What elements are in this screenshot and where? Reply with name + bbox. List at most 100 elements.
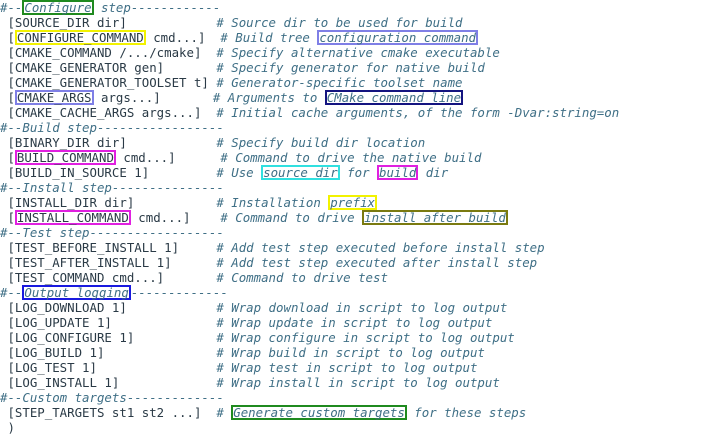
highlight-box-olive: install after build <box>362 210 508 225</box>
code-line: [BINARY_DIR dir] # Specify build dir loc… <box>0 135 425 150</box>
code-text: [LOG_INSTALL 1] <box>0 375 217 390</box>
highlight-box-navy: CMake command line <box>324 90 464 105</box>
code-text: [BUILD_IN_SOURCE 1] <box>0 165 217 180</box>
comment-text: for these steps <box>406 405 527 420</box>
comment-text: # Add test step executed after install s… <box>216 255 538 270</box>
code-line: [LOG_UPDATE 1] # Wrap update in script t… <box>0 315 492 330</box>
code-text: [BINARY_DIR dir] <box>0 135 217 150</box>
code-line: [INSTALL_DIR dir] # Installation prefix <box>0 195 378 210</box>
code-line: [LOG_CONFIGURE 1] # Wrap configure in sc… <box>0 330 515 345</box>
code-line: [CMAKE_CACHE_ARGS args...] # Initial cac… <box>0 105 619 120</box>
comment-text: # Build tree <box>220 30 318 45</box>
code-text: [INSTALL_DIR dir] <box>0 195 217 210</box>
code-line: [CMAKE_GENERATOR gen] # Specify generato… <box>0 60 485 75</box>
highlight-box-lavender: CMAKE_ARGS <box>14 90 94 105</box>
code-line: [CMAKE_ARGS args...] # Arguments to CMak… <box>0 90 464 105</box>
comment-text: # Wrap test in script to log output <box>216 360 478 375</box>
code-line: [CMAKE_GENERATOR_TOOLSET t] # Generator-… <box>0 75 463 90</box>
comment-text: # Specify alternative cmake executable <box>216 45 500 60</box>
code-line: #--Configure step------------ <box>0 0 220 15</box>
highlight-box-magenta: BUILD_COMMAND <box>14 150 116 165</box>
code-text: cmd...] <box>115 150 221 165</box>
comment-text: # Specify generator for native build <box>216 60 485 75</box>
code-text: cmd...] <box>145 30 221 45</box>
code-text: [TEST_AFTER_INSTALL 1] <box>0 255 217 270</box>
code-text: [LOG_BUILD 1] <box>0 345 217 360</box>
code-line: [CMAKE_COMMAND /.../cmake] # Specify alt… <box>0 45 500 60</box>
comment-text: # <box>216 405 232 420</box>
highlight-box-blue: Output logging <box>22 285 131 300</box>
comment-text: # Wrap install in script to log output <box>216 375 500 390</box>
comment-text: # Installation <box>216 195 329 210</box>
code-text: [ <box>0 90 15 105</box>
section-separator: #-- <box>0 285 23 300</box>
code-line: #--Custom targets------------- <box>0 390 224 405</box>
code-line: [STEP_TARGETS st1 st2 ...] # Generate cu… <box>0 405 526 420</box>
code-text: [STEP_TARGETS st1 st2 ...] <box>0 405 217 420</box>
code-line: #--Build step----------------- <box>0 120 224 135</box>
comment-text: # Command to drive <box>220 210 363 225</box>
code-text: cmd...] <box>130 210 221 225</box>
highlight-box-magenta: INSTALL_COMMAND <box>14 210 131 225</box>
highlight-box-green: Generate custom targets <box>231 405 407 420</box>
code-text: ) <box>0 420 15 435</box>
code-line: ) <box>0 420 15 435</box>
comment-text: # Command to drive the native build <box>220 150 482 165</box>
code-text: args...] <box>93 90 213 105</box>
code-text: [TEST_COMMAND cmd...] <box>0 270 217 285</box>
highlight-box-lavender: configuration command <box>317 30 478 45</box>
code-text: [LOG_CONFIGURE 1] <box>0 330 217 345</box>
highlight-box-cyan: source dir <box>261 165 340 180</box>
code-text: [TEST_BEFORE_INSTALL 1] <box>0 240 217 255</box>
comment-text: # Add test step executed before install … <box>216 240 545 255</box>
code-text: [CMAKE_COMMAND /.../cmake] <box>0 45 217 60</box>
section-separator: #--Install step--------------- <box>0 180 224 195</box>
comment-text: # Wrap update in script to log output <box>216 315 493 330</box>
section-separator: step------------ <box>93 0 221 15</box>
code-line: [BUILD_COMMAND cmd...] # Command to driv… <box>0 150 481 165</box>
section-separator: #--Custom targets------------- <box>0 390 224 405</box>
comment-text: for <box>339 165 378 180</box>
code-line: [BUILD_IN_SOURCE 1] # Use source dir for… <box>0 165 448 180</box>
comment-text: # Command to drive test <box>216 270 388 285</box>
comment-text: # Initial cache arguments, of the form -… <box>216 105 620 120</box>
comment-text: # Specify build dir location <box>216 135 426 150</box>
code-text: [SOURCE_DIR dir] <box>0 15 217 30</box>
comment-text: dir <box>418 165 449 180</box>
code-text: [ <box>0 210 15 225</box>
code-line: [LOG_TEST 1] # Wrap test in script to lo… <box>0 360 477 375</box>
comment-text: # Wrap download in script to log output <box>216 300 508 315</box>
code-text: [LOG_TEST 1] <box>0 360 217 375</box>
comment-text: # Use <box>216 165 262 180</box>
code-line: [CONFIGURE_COMMAND cmd...] # Build tree … <box>0 30 478 45</box>
comment-text: # Source dir to be used for build <box>216 15 463 30</box>
highlight-box-yellow: CONFIGURE_COMMAND <box>14 30 146 45</box>
code-text: [ <box>0 30 15 45</box>
comment-text: # Wrap configure in script to log output <box>216 330 515 345</box>
code-text: [LOG_UPDATE 1] <box>0 315 217 330</box>
section-separator: ------------- <box>130 285 228 300</box>
highlight-box-green: Configure <box>22 0 94 15</box>
code-line: #--Test step------------------ <box>0 225 224 240</box>
code-line: [LOG_INSTALL 1] # Wrap install in script… <box>0 375 500 390</box>
section-separator: #--Build step----------------- <box>0 120 224 135</box>
code-line: #--Install step--------------- <box>0 180 224 195</box>
highlight-box-magenta: build <box>377 165 419 180</box>
section-separator: #-- <box>0 0 23 15</box>
comment-text: # Generator-specific toolset name <box>216 75 463 90</box>
code-line: [SOURCE_DIR dir] # Source dir to be used… <box>0 15 463 30</box>
code-line: [INSTALL_COMMAND cmd...] # Command to dr… <box>0 210 508 225</box>
code-line: #--Output logging------------- <box>0 285 228 300</box>
code-text: [CMAKE_GENERATOR gen] <box>0 60 217 75</box>
code-line: [TEST_COMMAND cmd...] # Command to drive… <box>0 270 388 285</box>
code-text: [ <box>0 150 15 165</box>
comment-text: # Wrap build in script to log output <box>216 345 485 360</box>
highlight-box-yellow: prefix <box>328 195 378 210</box>
section-separator: #--Test step------------------ <box>0 225 224 240</box>
code-line: [TEST_BEFORE_INSTALL 1] # Add test step … <box>0 240 545 255</box>
code-line: [TEST_AFTER_INSTALL 1] # Add test step e… <box>0 255 537 270</box>
code-line: [LOG_DOWNLOAD 1] # Wrap download in scri… <box>0 300 507 315</box>
comment-text: # Arguments to <box>212 90 325 105</box>
code-line: [LOG_BUILD 1] # Wrap build in script to … <box>0 345 485 360</box>
